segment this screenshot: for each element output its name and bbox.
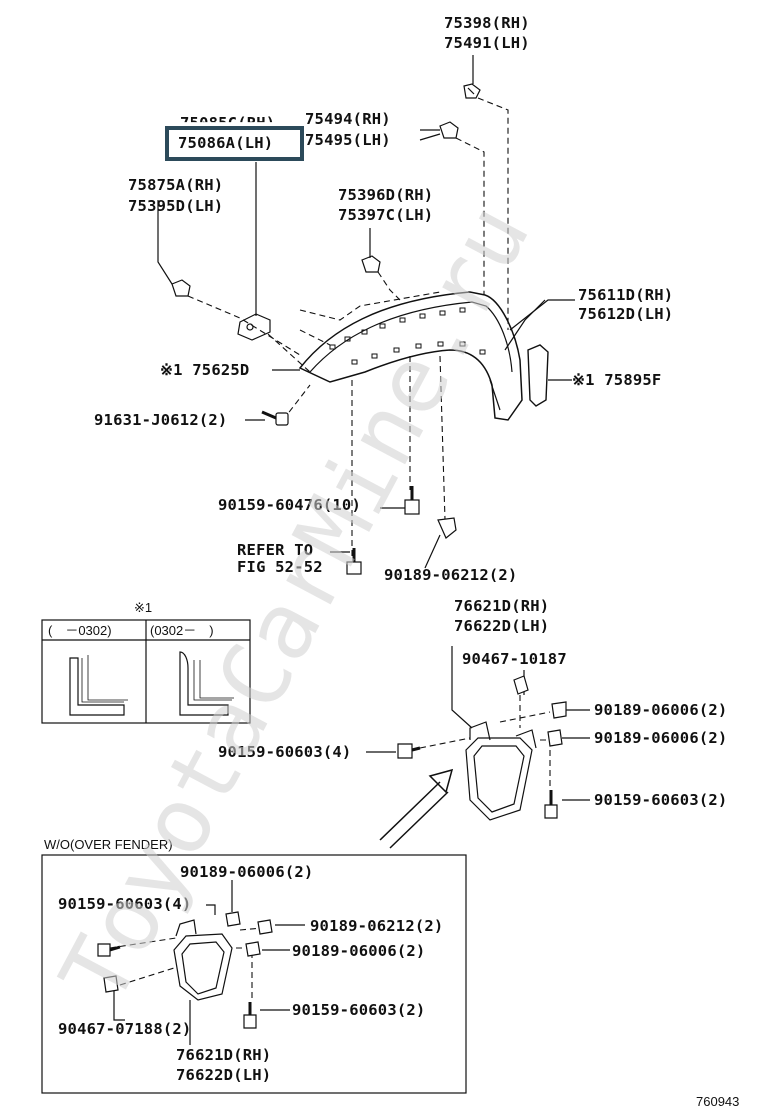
mudguard-upper-fasteners [397,675,567,819]
bolt-90159-60603-2 [544,804,558,819]
wo-over-fender-box [41,854,467,1094]
label-75398[interactable]: 75398(RH) [444,14,530,32]
fender-holes [329,307,486,365]
label-75494[interactable]: 75494(RH) [305,110,391,128]
label-90159-60476[interactable]: 90159-60476(10) [218,496,361,514]
clip-75875 [171,279,191,297]
label-76621[interactable]: 76621D(RH) [454,597,550,615]
label-75625[interactable]: ※1 75625D [160,361,250,379]
label-90189-06212[interactable]: 90189-06212(2) [384,566,518,584]
clip-75398 [463,83,481,99]
label-75397[interactable]: 75397C(LH) [338,206,434,224]
over-fender-shape [298,291,546,421]
label-b-90159-60603-2[interactable]: 90159-60603(2) [292,1001,426,1019]
label-b-90159-60603-4[interactable]: 90159-60603(4) [58,895,192,913]
label-91631[interactable]: 91631-J0612(2) [94,411,228,429]
label-75495[interactable]: 75495(LH) [305,131,391,149]
clip-75494 [439,121,459,139]
label-90189-06006-b[interactable]: 90189-06006(2) [594,729,728,747]
label-b-90189-06006-mid[interactable]: 90189-06006(2) [292,942,426,960]
label-75086[interactable]: 75086A(LH) [178,134,274,152]
fender-seal-strip [527,344,549,407]
label-75612[interactable]: 75612D(LH) [578,305,674,323]
note-col2-header: (0302－ ) [150,623,214,638]
bolt-90159-60603-4 [397,743,413,759]
highlight-box [165,126,304,161]
label-90467-10187[interactable]: 90467-10187 [462,650,567,668]
label-90189-06006-a[interactable]: 90189-06006(2) [594,701,728,719]
label-75491[interactable]: 75491(LH) [444,34,530,52]
label-refer-to[interactable]: REFER TO [237,541,314,559]
screw-91631 [261,410,289,426]
bolt-90159-60476 [404,486,420,515]
label-75085[interactable]: 75085C(RH) [180,114,276,132]
label-75875[interactable]: 75875A(RH) [128,176,224,194]
label-90159-60603-2[interactable]: 90159-60603(2) [594,791,728,809]
label-90159-60603-4[interactable]: 90159-60603(4) [218,743,352,761]
label-76622[interactable]: 76622D(LH) [454,617,550,635]
label-b-76621[interactable]: 76621D(RH) [176,1046,272,1064]
bolt-refer [346,548,362,575]
note-marker: ※1 [134,600,153,615]
label-b-90189-06006-top[interactable]: 90189-06006(2) [180,863,314,881]
note-col1-header: ( －0302) [48,623,112,638]
label-fig-52-52[interactable]: FIG 52-52 [237,558,323,576]
clip-90189-06006-b [547,729,563,747]
screw-90467-10187 [513,675,529,695]
label-75611[interactable]: 75611D(RH) [578,286,674,304]
clip-90189-06006-a [551,701,567,719]
label-75895[interactable]: ※1 75895F [572,371,662,389]
note-table [41,619,251,724]
section-label: W/O(OVER FENDER) [44,837,173,852]
figure-id: 760943 [696,1094,740,1109]
wo-over-fender-fasteners [97,911,273,1029]
label-b-90467-07188[interactable]: 90467-07188(2) [58,1020,192,1038]
label-75396[interactable]: 75396D(RH) [338,186,434,204]
label-75395[interactable]: 75395D(LH) [128,197,224,215]
clip-75396 [361,255,381,273]
label-b-76622[interactable]: 76622D(LH) [176,1066,272,1084]
mudguard-upper [366,646,590,849]
clip-90189-06212 [437,517,457,539]
label-b-90189-06212[interactable]: 90189-06212(2) [310,917,444,935]
